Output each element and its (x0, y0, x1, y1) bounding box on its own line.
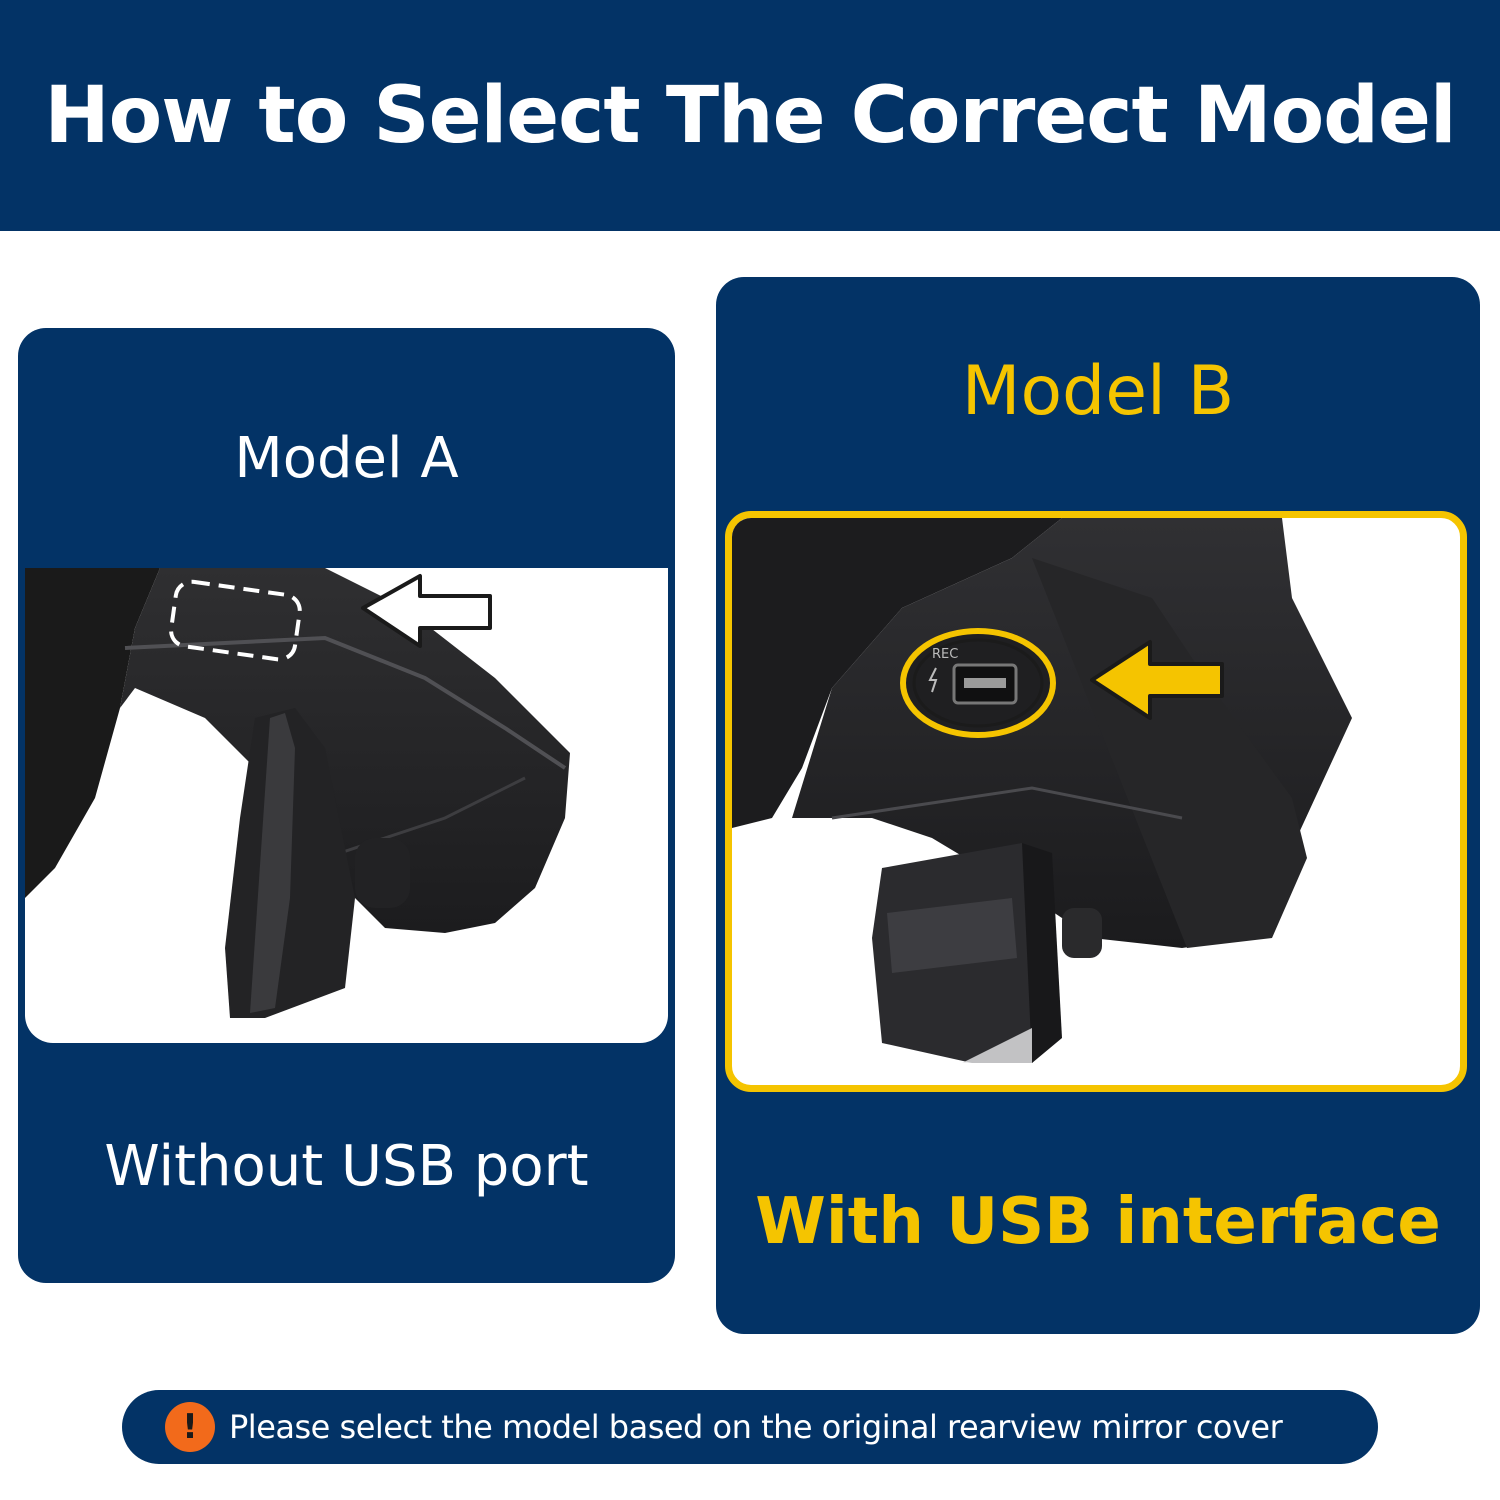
model-b-title: Model B (961, 352, 1235, 431)
usb-rec-label: REC (932, 647, 958, 662)
dashed-outline-marker (169, 579, 302, 662)
page-title: How to Select The Correct Model (44, 70, 1456, 161)
model-a-card[interactable]: Model A Without USB por (18, 328, 675, 1283)
model-a-photo (25, 568, 668, 1043)
yellow-arrow-left-icon (1090, 640, 1224, 720)
model-a-caption: Without USB port (104, 1134, 589, 1199)
header-banner: How to Select The Correct Model (0, 0, 1500, 231)
mirror-cover-b-illustration: REC (732, 518, 1452, 1063)
selection-note: ! Please select the model based on the o… (122, 1390, 1378, 1464)
mirror-cover-a-illustration (25, 568, 570, 1018)
exclamation-icon: ! (165, 1402, 215, 1452)
model-b-photo: REC (725, 511, 1467, 1092)
model-b-caption: With USB interface (755, 1185, 1441, 1259)
outline-arrow-left-icon (361, 574, 492, 648)
model-a-title: Model A (234, 426, 459, 491)
model-b-card[interactable]: Model B REC (716, 277, 1480, 1334)
selection-note-text: Please select the model based on the ori… (229, 1408, 1283, 1446)
